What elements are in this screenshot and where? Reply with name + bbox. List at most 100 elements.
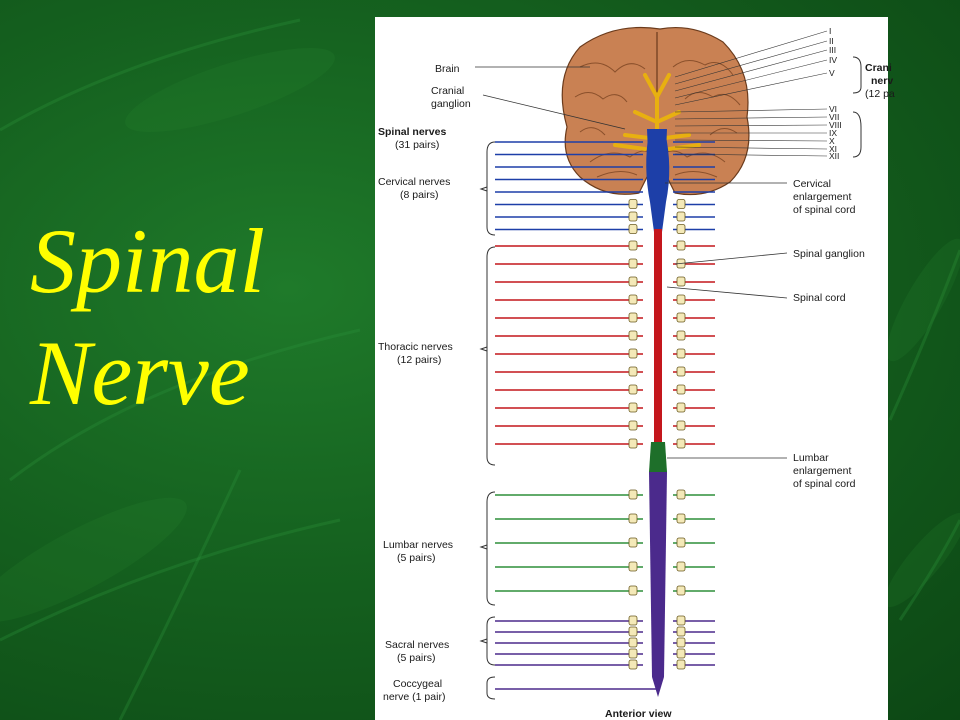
label-lumbar-enlargement-1: Lumbar bbox=[793, 452, 829, 464]
spinal-ganglion-left bbox=[628, 199, 638, 209]
spinal-ganglion-right bbox=[676, 224, 686, 234]
slide-title: Spinal Nerve bbox=[30, 205, 360, 429]
label-cranial-ganglion-1: Cranial bbox=[431, 85, 464, 97]
spinal-ganglion-right bbox=[676, 615, 686, 626]
label-spinal-ganglion: Spinal ganglion bbox=[793, 248, 865, 260]
cranial-nerve-label: V bbox=[829, 68, 835, 78]
spinal-ganglion-right bbox=[676, 366, 686, 377]
label-lumbar-1: Lumbar nerves bbox=[383, 539, 453, 551]
spinal-cord bbox=[646, 132, 670, 697]
spinal-ganglion-left bbox=[628, 211, 638, 222]
cranial-nerve-label: II bbox=[829, 36, 834, 46]
spinal-ganglion-left bbox=[628, 537, 638, 548]
label-lumbar-2: (5 pairs) bbox=[397, 552, 436, 564]
label-thoracic-1: Thoracic nerves bbox=[378, 341, 453, 353]
cranial-nerve-label: III bbox=[829, 45, 836, 55]
spinal-ganglion-right bbox=[676, 438, 686, 449]
label-coccygeal-2: nerve (1 pair) bbox=[383, 691, 445, 703]
spinal-ganglion-left bbox=[628, 659, 638, 670]
label-cervical-2: (8 pairs) bbox=[400, 189, 439, 201]
label-cervical-enlargement-1: Cervical bbox=[793, 178, 831, 190]
spinal-ganglion-left bbox=[628, 224, 638, 234]
label-lumbar-enlargement-3: of spinal cord bbox=[793, 478, 856, 490]
spinal-ganglion-right bbox=[676, 659, 686, 670]
spinal-ganglion-right bbox=[676, 513, 686, 524]
spinal-nerve-diagram: Brain Cranial ganglion Spinal nerves (31… bbox=[375, 17, 895, 720]
cranial-nerve-label: XII bbox=[829, 151, 839, 161]
spinal-nerve-lines bbox=[495, 141, 715, 690]
label-sacral-1: Sacral nerves bbox=[385, 639, 449, 651]
spinal-ganglion-left bbox=[628, 366, 638, 377]
label-cranial-nerves-3: (12 pa bbox=[865, 88, 895, 100]
spinal-ganglion-right bbox=[676, 294, 686, 305]
cranial-nerve-label: X bbox=[829, 136, 835, 146]
spinal-ganglion-right bbox=[676, 585, 686, 596]
spinal-ganglion-left bbox=[628, 615, 638, 626]
spinal-ganglion-right bbox=[676, 420, 686, 431]
leader-lines bbox=[475, 30, 828, 459]
spinal-ganglion-left bbox=[628, 348, 638, 359]
spinal-ganglion-right bbox=[676, 537, 686, 548]
spinal-ganglion-right bbox=[676, 402, 686, 413]
cranial-nerve-label: I bbox=[829, 26, 831, 36]
spinal-ganglion-right bbox=[676, 276, 686, 287]
spinal-ganglion-left bbox=[628, 561, 638, 572]
label-cranial-nerves-1: Crani bbox=[865, 62, 892, 74]
label-spinal-nerves-1: Spinal nerves bbox=[378, 126, 446, 138]
spinal-ganglion-right bbox=[676, 648, 686, 659]
diagram-svg: Brain Cranial ganglion Spinal nerves (31… bbox=[378, 26, 895, 720]
spinal-ganglion-right bbox=[676, 561, 686, 572]
spinal-ganglion-right bbox=[676, 626, 686, 637]
label-cervical-enlargement-2: enlargement bbox=[793, 191, 851, 203]
spinal-ganglia bbox=[628, 199, 686, 670]
spinal-ganglion-left bbox=[628, 402, 638, 413]
cranial-nerve-label: VI bbox=[829, 104, 837, 114]
spinal-ganglion-right bbox=[676, 240, 686, 251]
cranial-nerve-label: XI bbox=[829, 144, 837, 154]
cranial-nerve-label: IX bbox=[829, 128, 837, 138]
spinal-ganglion-left bbox=[628, 513, 638, 524]
spinal-ganglion-right bbox=[676, 637, 686, 648]
spinal-ganglion-right bbox=[676, 330, 686, 341]
spinal-ganglion-left bbox=[628, 258, 638, 269]
label-cranial-ganglion-2: ganglion bbox=[431, 98, 471, 110]
label-brain: Brain bbox=[435, 63, 460, 75]
spinal-ganglion-right bbox=[676, 489, 686, 500]
label-brackets bbox=[479, 56, 862, 700]
spinal-ganglion-left bbox=[628, 240, 638, 251]
spinal-ganglion-right bbox=[676, 384, 686, 395]
slide-title-line1: Spinal bbox=[30, 210, 266, 312]
spinal-ganglion-left bbox=[628, 312, 638, 323]
spinal-ganglion-left bbox=[628, 294, 638, 305]
label-spinal-cord: Spinal cord bbox=[793, 292, 846, 304]
label-thoracic-2: (12 pairs) bbox=[397, 354, 441, 366]
spinal-ganglion-left bbox=[628, 438, 638, 449]
cranial-nerve-label: VII bbox=[829, 112, 839, 122]
label-sacral-2: (5 pairs) bbox=[397, 652, 436, 664]
label-lumbar-enlargement-2: enlargement bbox=[793, 465, 851, 477]
spinal-ganglion-left bbox=[628, 330, 638, 341]
label-cervical-1: Cervical nerves bbox=[378, 176, 450, 188]
cranial-nerve-label: VIII bbox=[829, 120, 842, 130]
spinal-ganglion-left bbox=[628, 585, 638, 596]
slide-title-line2: Nerve bbox=[30, 322, 250, 425]
spinal-ganglion-left bbox=[628, 384, 638, 395]
label-coccygeal-1: Coccygeal bbox=[393, 678, 442, 690]
spinal-ganglion-left bbox=[628, 648, 638, 659]
spinal-ganglion-left bbox=[628, 626, 638, 637]
spinal-ganglion-right bbox=[676, 211, 686, 222]
spinal-ganglion-left bbox=[628, 420, 638, 431]
spinal-ganglion-right bbox=[676, 348, 686, 359]
spinal-ganglion-left bbox=[628, 276, 638, 287]
label-cranial-nerves-2: nerv bbox=[871, 75, 893, 87]
spinal-ganglion-left bbox=[628, 489, 638, 500]
spinal-ganglion-left bbox=[628, 637, 638, 648]
cranial-nerve-label: IV bbox=[829, 55, 837, 65]
spinal-ganglion-right bbox=[676, 312, 686, 323]
label-anterior-view: Anterior view bbox=[605, 708, 672, 720]
diagram-labels: Brain Cranial ganglion Spinal nerves (31… bbox=[378, 26, 895, 720]
spinal-ganglion-right bbox=[676, 199, 686, 209]
label-spinal-nerves-2: (31 pairs) bbox=[395, 139, 439, 151]
label-cervical-enlargement-3: of spinal cord bbox=[793, 204, 856, 216]
